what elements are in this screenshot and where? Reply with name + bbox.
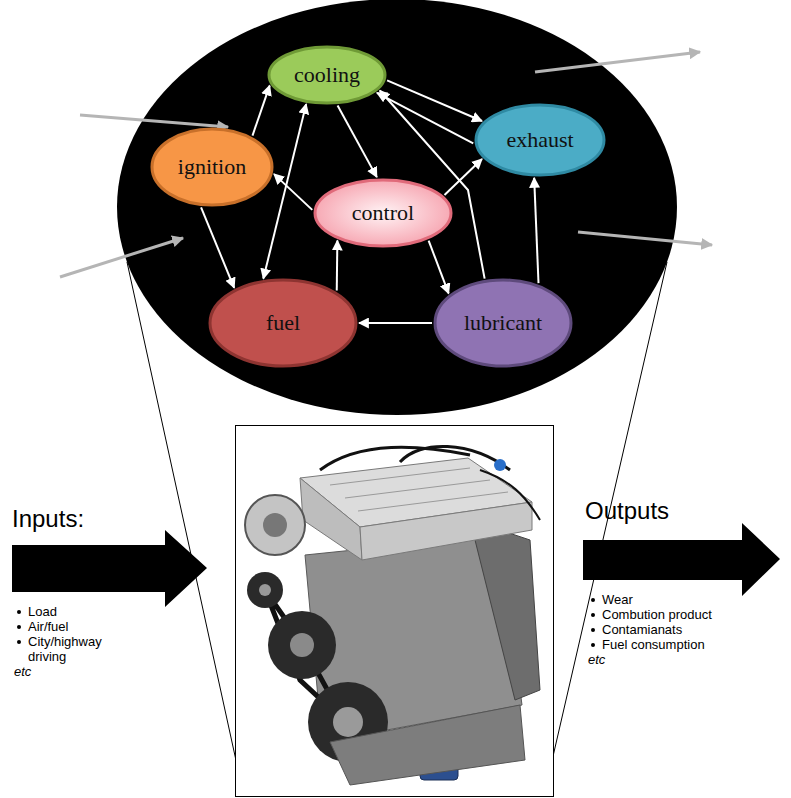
node-label: lubricant — [464, 311, 542, 335]
manifold-side — [300, 478, 362, 560]
relation-arrow — [338, 106, 377, 178]
relation-arrow — [444, 159, 481, 195]
system-ellipse: control — [313, 178, 453, 248]
relation-arrow — [429, 241, 449, 294]
system-ellipse: ignition — [150, 127, 274, 207]
system-ellipse: cooling — [267, 45, 387, 105]
wire — [320, 447, 470, 470]
node-label: ignition — [178, 155, 246, 179]
list-item: Wear — [588, 592, 788, 607]
alternator — [245, 495, 305, 555]
inputs-arrow — [12, 530, 207, 607]
label-group: Inputs: — [12, 505, 212, 533]
list-item: Contamianats — [588, 622, 788, 637]
node-label: control — [352, 201, 414, 225]
zoom-ellipse — [117, 0, 677, 415]
relation-arrow — [377, 93, 473, 144]
input-arrow — [60, 238, 183, 277]
pulley — [247, 572, 283, 608]
relation-arrow — [274, 174, 312, 210]
manifold-rib — [330, 468, 470, 485]
label-group: Outputs — [585, 497, 785, 525]
relation-arrow — [534, 178, 538, 283]
section-heading: Inputs: — [12, 505, 212, 533]
section-heading: Outputs — [585, 497, 785, 525]
connector-plug — [494, 459, 506, 471]
label-group: WearCombution productContamianatsFuel co… — [588, 592, 788, 667]
wire — [480, 470, 540, 520]
pulley-hub — [333, 707, 363, 737]
output-arrow — [578, 232, 712, 245]
label-group: LoadAir/fuelCity/highway drivingetc — [14, 604, 126, 679]
pulley-hub — [259, 584, 271, 596]
relation-arrow — [359, 322, 432, 324]
relation-arrow — [263, 104, 306, 278]
system-ellipse: exhaust — [474, 103, 606, 177]
list-item: City/highway driving — [14, 634, 126, 664]
engine-frame — [236, 426, 554, 797]
output-arrow — [535, 52, 700, 72]
ellipse-shape — [210, 280, 356, 366]
oil-pan — [330, 705, 525, 785]
list-item: Air/fuel — [14, 619, 126, 634]
ellipse-shape — [315, 180, 451, 246]
system-ellipse: lubricant — [433, 278, 573, 368]
node-label: fuel — [266, 311, 300, 335]
wire — [400, 446, 510, 470]
relation-arrow — [252, 86, 269, 136]
list-item: etc — [588, 652, 788, 667]
manifold-rib — [345, 480, 490, 498]
ellipse-shape — [269, 47, 385, 103]
ellipse-shape — [435, 280, 571, 366]
list-item: Combution product — [588, 607, 788, 622]
ellipse-shape — [152, 129, 272, 205]
pulley-hub — [290, 633, 314, 657]
relation-arrow — [201, 207, 234, 287]
outputs-arrow — [583, 523, 780, 596]
system-ellipse: fuel — [208, 278, 358, 368]
node-label: exhaust — [506, 128, 573, 152]
relation-arrow — [336, 241, 339, 291]
list-item: Fuel consumption — [588, 637, 788, 652]
manifold-front — [360, 502, 532, 560]
node-label: cooling — [294, 63, 360, 87]
exhaust-manifold — [470, 520, 540, 700]
manifold-rib — [358, 492, 508, 511]
ellipse-shape — [476, 105, 604, 175]
engine-illustration — [245, 446, 540, 785]
input-arrow — [80, 115, 228, 127]
alternator-hub — [263, 513, 287, 537]
pulley — [268, 611, 336, 679]
list-item: Load — [14, 604, 126, 619]
list-item: etc — [14, 664, 126, 679]
